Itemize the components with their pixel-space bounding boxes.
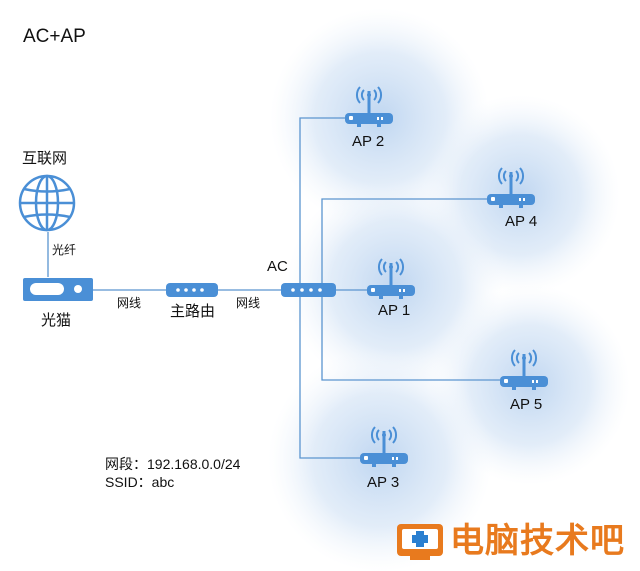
ssid-text: SSID：abc <box>105 474 175 490</box>
main-router-icon <box>166 283 218 297</box>
network-segment-text: 网段：192.168.0.0/24 <box>105 456 241 472</box>
ac-label: AC <box>267 258 288 275</box>
watermark-text: 电脑技术吧 <box>450 522 625 560</box>
router-ac-link-label: 网线 <box>236 296 261 310</box>
ap5-label: AP 5 <box>510 396 543 413</box>
ap3-label: AP 3 <box>367 474 400 491</box>
ap1-label: AP 1 <box>378 302 411 319</box>
diagram-title: AC+AP <box>23 26 86 47</box>
modem-device-icon <box>23 278 93 301</box>
ap2-label: AP 2 <box>352 133 385 150</box>
brand-logo-icon <box>397 524 443 560</box>
internet-label: 互联网 <box>22 150 68 167</box>
internet-globe-icon <box>18 174 76 232</box>
network-links <box>47 117 500 459</box>
ac-controller-icon <box>281 283 336 297</box>
modem-label: 光猫 <box>41 312 72 329</box>
fiber-label: 光纤 <box>52 243 77 257</box>
main-router-label: 主路由 <box>170 303 216 320</box>
ap4-label: AP 4 <box>505 213 538 230</box>
modem-router-link-label: 网线 <box>117 296 142 310</box>
